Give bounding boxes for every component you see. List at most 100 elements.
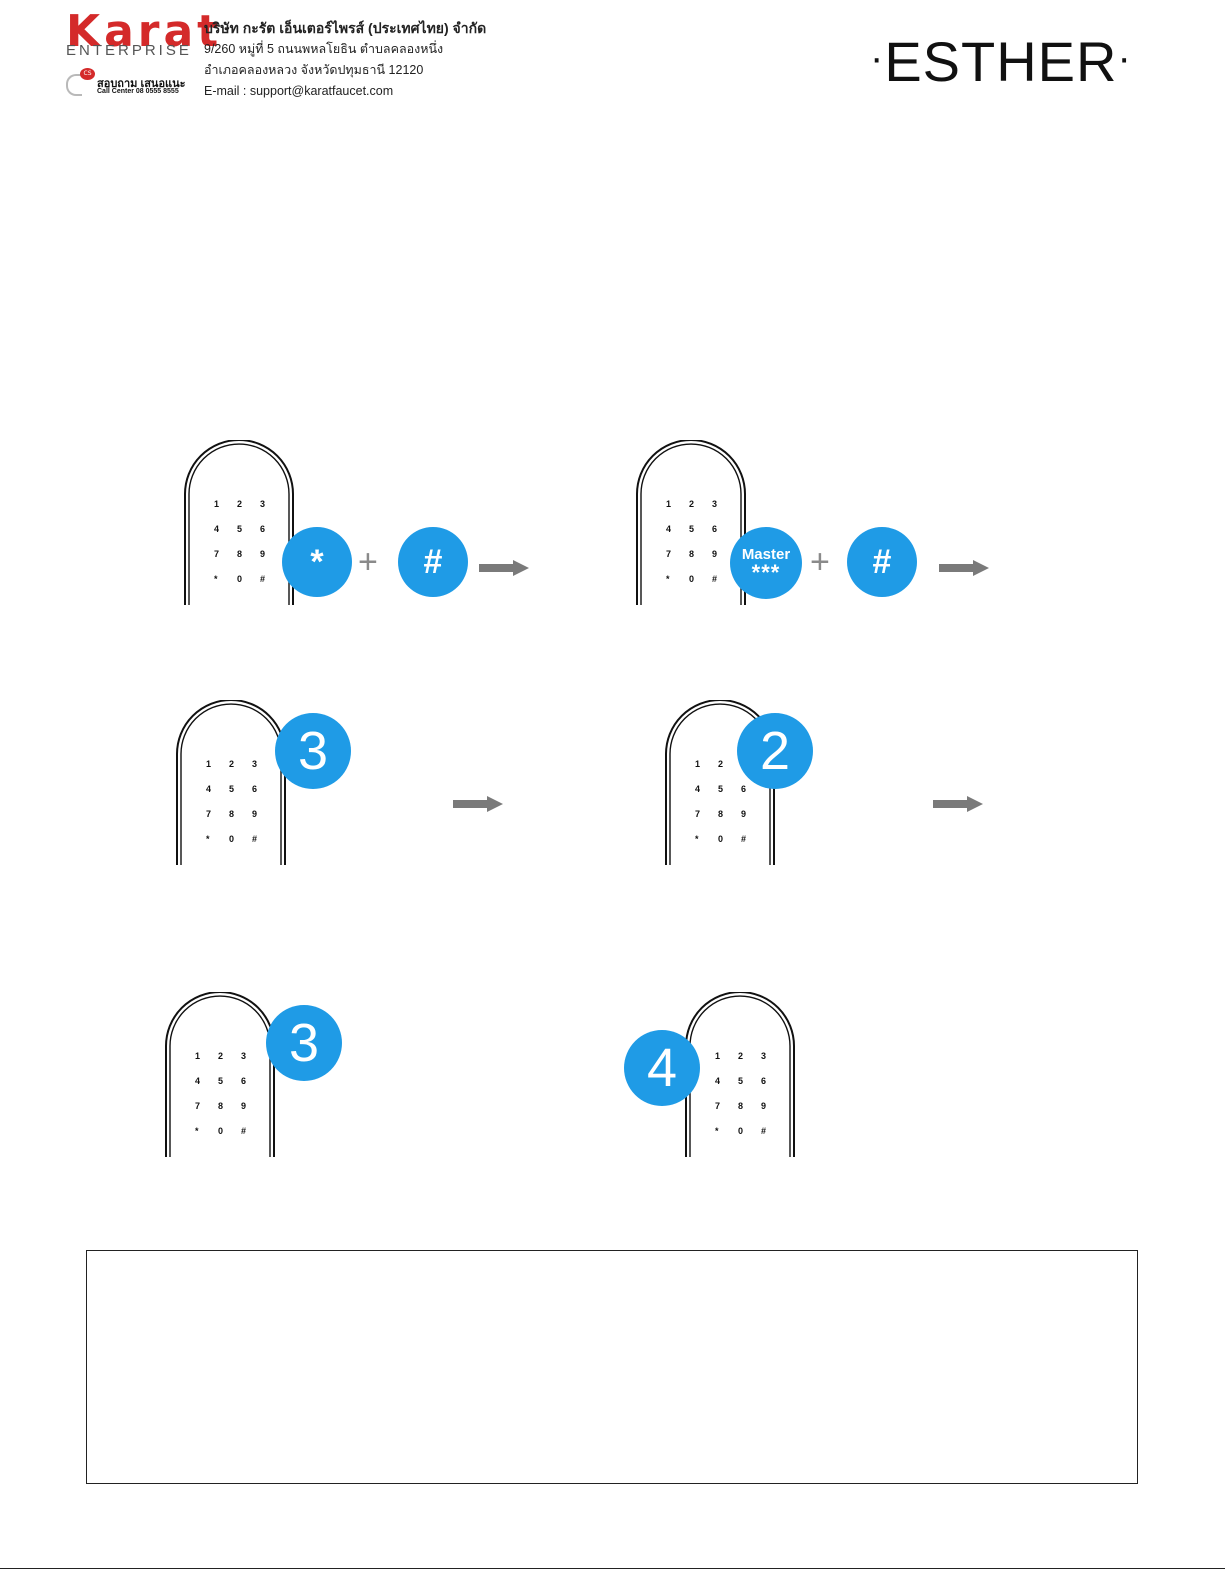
keypad-key: 9	[241, 1101, 247, 1111]
keypad-key: #	[241, 1126, 247, 1136]
keypad-key: 7	[715, 1101, 721, 1111]
plus-sign: +	[358, 543, 378, 581]
keypad-key: 7	[206, 809, 212, 819]
keypad-key: 9	[712, 549, 718, 559]
call-center-number: Call Center 08 0555 8555	[97, 88, 179, 95]
next-arrow-icon	[933, 796, 983, 812]
next-arrow-icon	[479, 560, 529, 576]
esther-logo-dot-right: ·	[1117, 36, 1132, 80]
master-code: ***	[751, 560, 781, 585]
keypad-key: 0	[689, 574, 695, 584]
keypad-key: 6	[260, 524, 266, 534]
karat-logo: Karat	[66, 6, 223, 57]
keypad-key: 2	[229, 759, 235, 769]
keypad-key: 9	[260, 549, 266, 559]
keypad-key: 5	[689, 524, 695, 534]
keypad-key: *	[695, 834, 699, 844]
keypad-key: 1	[666, 499, 672, 509]
keypad-key: 7	[666, 549, 672, 559]
keypad-key: *	[195, 1126, 199, 1136]
keypad-key: *	[666, 574, 670, 584]
keypad-key: 8	[738, 1101, 744, 1111]
keypad-key: 3	[252, 759, 258, 769]
keypad-key: 0	[218, 1126, 224, 1136]
keypad-key: #	[712, 574, 718, 584]
keypad-key: 6	[252, 784, 258, 794]
keypad-key: 5	[738, 1076, 744, 1086]
keypad-outline-icon	[685, 992, 795, 1157]
note-box	[86, 1250, 1138, 1484]
key-3-bubble: 3	[275, 713, 351, 789]
keypad-key: 4	[214, 524, 220, 534]
keypad-key: 7	[195, 1101, 201, 1111]
keypad-key: 9	[741, 809, 747, 819]
keypad-key: #	[741, 834, 747, 844]
call-center-badge: CS สอบถาม เสนอแนะ Call Center 08 0555 85…	[66, 68, 191, 98]
hash-key-bubble: #	[398, 527, 468, 597]
esther-logo-text: ESTHER	[884, 30, 1118, 93]
phone-icon	[66, 74, 82, 96]
keypad-key: 5	[718, 784, 724, 794]
keypad-key: 9	[252, 809, 258, 819]
keypad-key: 0	[237, 574, 243, 584]
keypad-key: #	[761, 1126, 767, 1136]
keypad-key: *	[214, 574, 218, 584]
keypad-key: 9	[761, 1101, 767, 1111]
keypad-key: 4	[206, 784, 212, 794]
master-code-bubble: Master ***	[730, 527, 802, 599]
keypad-key: 4	[195, 1076, 201, 1086]
next-arrow-icon	[453, 796, 503, 812]
keypad-key: 8	[229, 809, 235, 819]
keypad-key: 7	[214, 549, 220, 559]
keypad-key: 2	[218, 1051, 224, 1061]
keypad-key: 1	[695, 759, 701, 769]
keypad-key: 0	[738, 1126, 744, 1136]
master-label: Master	[741, 546, 791, 563]
key-4-bubble: 4	[624, 1030, 700, 1106]
keypad-inner-edge	[188, 443, 290, 605]
keypad-key: 4	[666, 524, 672, 534]
keypad-key: 0	[229, 834, 235, 844]
keypad-key: 3	[712, 499, 718, 509]
keypad-key: 2	[718, 759, 724, 769]
key-2-bubble: 2	[737, 713, 813, 789]
company-email: E-mail : support@karatfaucet.com	[204, 84, 394, 98]
hash-key-bubble: #	[847, 527, 917, 597]
keypad-outer-edge	[184, 440, 294, 605]
keypad-inner-edge	[689, 995, 791, 1157]
keypad-key: 1	[715, 1051, 721, 1061]
keypad-inner-edge	[169, 995, 271, 1157]
keypad-key: 5	[237, 524, 243, 534]
keypad-key: 2	[237, 499, 243, 509]
keypad-key: 2	[738, 1051, 744, 1061]
call-center-thai-label: สอบถาม เสนอแนะ	[97, 78, 186, 90]
company-info: บริษัท กะรัต เอ็นเตอร์ไพรส์ (ประเทศไทย) …	[204, 18, 486, 102]
keypad-key: 3	[241, 1051, 247, 1061]
keypad-key: 2	[689, 499, 695, 509]
address-line-2: อำเภอคลองหลวง จังหวัดปทุมธานี 12120	[204, 63, 424, 77]
esther-logo-dot-left: ·	[870, 36, 885, 80]
keypad-key: 5	[218, 1076, 224, 1086]
keypad-key: 4	[695, 784, 701, 794]
keypad-key: 6	[741, 784, 747, 794]
plus-sign: +	[810, 543, 830, 581]
karat-logo-subtitle: ENTERPRISE	[66, 42, 192, 59]
keypad-key: 3	[260, 499, 266, 509]
keypad-key: 8	[689, 549, 695, 559]
keypad-inner-edge	[640, 443, 742, 605]
keypad-key: 1	[214, 499, 220, 509]
keypad-key: #	[252, 834, 258, 844]
esther-logo: ·ESTHER·	[870, 34, 1132, 90]
keypad-key: #	[260, 574, 266, 584]
key-3-bubble: 3	[266, 1005, 342, 1081]
next-arrow-icon	[939, 560, 989, 576]
keypad-key: 1	[195, 1051, 201, 1061]
keypad-outer-edge	[685, 992, 795, 1157]
address-line-1: 9/260 หมู่ที่ 5 ถนนพหลโยธิน ตำบลคลองหนึ่…	[204, 42, 444, 56]
page-bottom-rule	[0, 1568, 1225, 1569]
keypad-key: 8	[218, 1101, 224, 1111]
